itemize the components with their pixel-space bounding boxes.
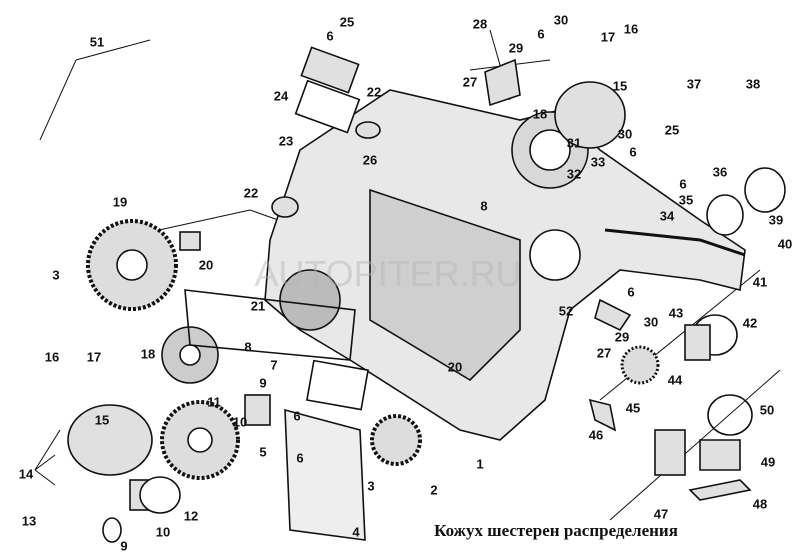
part-label: 3: [52, 267, 60, 283]
gears: [86, 219, 660, 480]
part-label: 50: [759, 402, 775, 418]
part-label: 5: [259, 444, 267, 460]
part-label: 7: [270, 357, 278, 373]
part-label: 37: [686, 76, 702, 92]
part-label: 27: [462, 74, 478, 90]
part-label: 46: [588, 427, 604, 443]
part-label: 32: [566, 166, 582, 182]
part-label: 31: [566, 135, 582, 151]
part-label: 8: [244, 339, 252, 355]
part-label: 30: [617, 126, 633, 142]
part-label: 44: [667, 372, 683, 388]
part-label: 34: [659, 208, 675, 224]
part-label: 19: [112, 194, 128, 210]
part-label: 25: [339, 14, 355, 30]
part-label: 17: [86, 349, 102, 365]
part-label: 40: [777, 236, 793, 252]
part-label: 12: [183, 508, 199, 524]
part-label: 21: [250, 298, 266, 314]
part-label: 15: [94, 412, 110, 428]
part-label: 18: [532, 106, 548, 122]
part-label: 16: [44, 349, 60, 365]
part-label: 29: [614, 329, 630, 345]
part-label: 26: [362, 152, 378, 168]
misc-parts: [67, 46, 786, 543]
part-label: 9: [259, 375, 267, 391]
part-label: 30: [553, 12, 569, 28]
part-label: 20: [198, 257, 214, 273]
part-label: 29: [508, 40, 524, 56]
part-label: 6: [296, 450, 304, 466]
part-label: 4: [352, 524, 360, 540]
part-label: 28: [472, 16, 488, 32]
part-label: 47: [653, 506, 669, 522]
part-label: 10: [232, 414, 248, 430]
part-label: 6: [629, 144, 637, 160]
part-label: 48: [752, 496, 768, 512]
part-label: 42: [742, 315, 758, 331]
part-label: 22: [243, 185, 259, 201]
part-label: 9: [120, 538, 128, 554]
part-label: 10: [155, 524, 171, 540]
part-label: 11: [207, 394, 221, 410]
part-label: 27: [596, 345, 612, 361]
part-label: 51: [89, 34, 105, 50]
part-label: 52: [558, 303, 574, 319]
part-label: 30: [643, 314, 659, 330]
part-label: 15: [612, 78, 628, 94]
part-label: 14: [18, 466, 34, 482]
part-label: 24: [273, 88, 289, 104]
part-label: 43: [668, 305, 684, 321]
part-label: 6: [627, 284, 635, 300]
part-label: 2: [430, 482, 438, 498]
part-label: 36: [712, 164, 728, 180]
part-label: 6: [293, 408, 301, 424]
part-label: 6: [326, 28, 334, 44]
part-label: 6: [537, 26, 545, 42]
part-label: 8: [480, 198, 488, 214]
part-label: 35: [678, 192, 694, 208]
part-label: 18: [140, 346, 156, 362]
part-label: 39: [768, 212, 784, 228]
part-label: 23: [278, 133, 294, 149]
part-label: 3: [367, 478, 375, 494]
part-label: 6: [679, 176, 687, 192]
part-label: 49: [760, 454, 776, 470]
part-label: 16: [623, 21, 639, 37]
part-label: 13: [21, 513, 37, 529]
watermark: AUTOPITER.RU: [254, 253, 522, 294]
part-label: 20: [447, 359, 463, 375]
diagram-caption: Кожух шестерен распределения: [434, 521, 678, 540]
part-label: 25: [664, 122, 680, 138]
part-label: 41: [752, 274, 768, 290]
part-label: 45: [625, 400, 641, 416]
part-label: 22: [366, 84, 382, 100]
part-label: 38: [745, 76, 761, 92]
part-label: 1: [476, 456, 484, 472]
part-label: 17: [600, 29, 616, 45]
part-label: 33: [590, 154, 606, 170]
